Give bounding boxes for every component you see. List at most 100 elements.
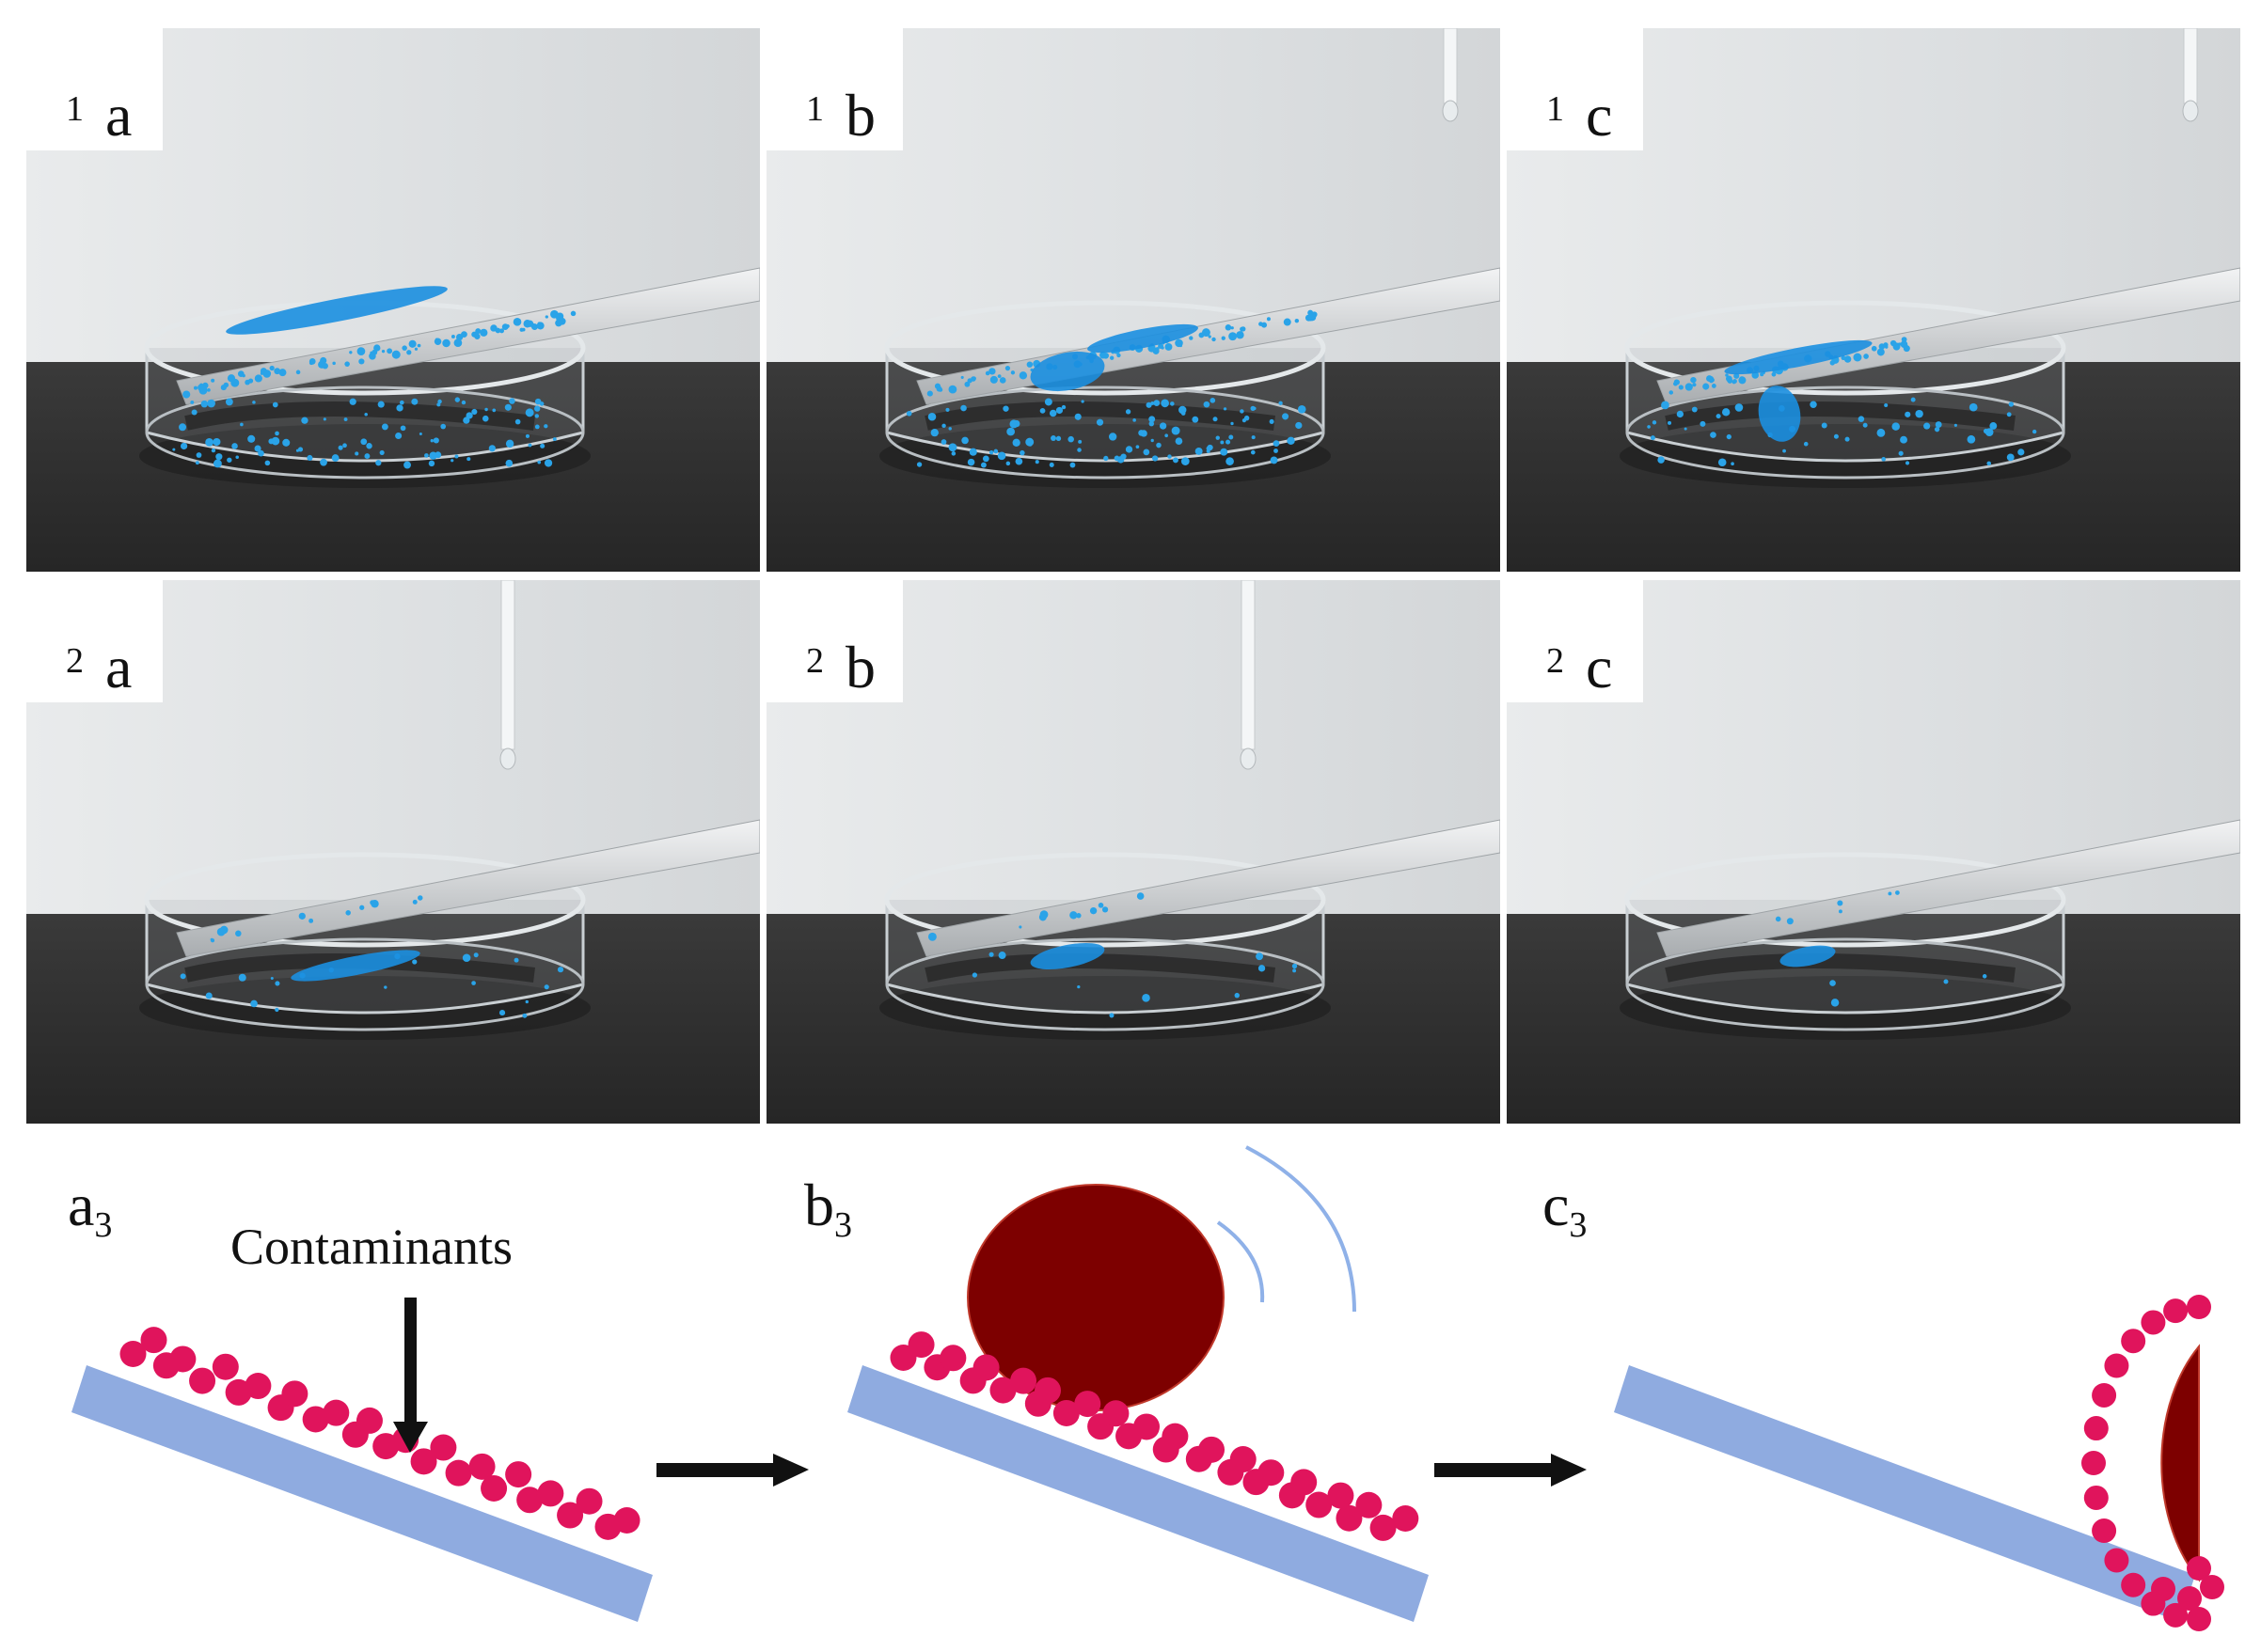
powder-particle (1810, 401, 1817, 408)
contaminant-particle (2081, 1451, 2106, 1475)
powder-particle (331, 454, 340, 463)
test-stick (176, 819, 760, 957)
powder-particle (1215, 435, 1220, 440)
powder-particle (961, 436, 969, 445)
contaminant-particle (908, 1331, 935, 1359)
contaminant-particle (1392, 1505, 1419, 1532)
powder-particle (1240, 409, 1244, 414)
contaminant-particle (1369, 1514, 1397, 1541)
photo-scene-a2 (26, 580, 760, 1124)
powder-particle (495, 327, 501, 334)
powder-particle (428, 460, 435, 467)
powder-particle (1010, 370, 1016, 375)
powder-particle (1194, 447, 1203, 455)
powder-particle (264, 460, 271, 466)
contaminant-particle (1010, 1367, 1037, 1394)
powder-particle (1039, 910, 1049, 919)
powder-particle (1278, 401, 1283, 405)
powder-particle (2008, 401, 2015, 407)
powder-particle (282, 438, 291, 447)
powder-particle (927, 412, 937, 421)
powder-cluster (291, 950, 420, 982)
powder-particle (1863, 354, 1869, 359)
petri-dish-rim (1624, 300, 2066, 396)
powder-particle (1049, 409, 1057, 417)
powder-particle (1273, 448, 1278, 453)
petri-dish-base (145, 385, 585, 480)
powder-particle (971, 376, 976, 382)
powder-particle (1228, 332, 1238, 341)
powder-particle (927, 932, 937, 941)
powder-particles (172, 309, 577, 469)
powder-particle (514, 957, 519, 963)
contaminant-particle (1290, 1469, 1318, 1496)
powder-particle (1829, 360, 1836, 366)
powder-particle (514, 418, 521, 425)
powder-particle (471, 981, 476, 985)
powder-particle (1025, 437, 1035, 447)
powder-particle (1674, 379, 1681, 385)
powder-particle (1089, 906, 1098, 915)
powder-particle (1700, 420, 1706, 427)
powder-particle (1251, 435, 1256, 440)
powder-particle (1142, 994, 1150, 1002)
powder-particle (381, 349, 386, 354)
powder-particle (379, 449, 385, 455)
powder-particle (332, 361, 336, 366)
powder-particle (488, 445, 496, 452)
powder-particle (998, 952, 1006, 960)
powder-particle (205, 992, 213, 999)
powder-particle (211, 378, 215, 383)
powder-particle (509, 398, 515, 404)
powder-particle (1283, 318, 1291, 326)
powder-particle (1143, 448, 1150, 456)
powder-particle (1078, 439, 1083, 444)
powder-particle (1225, 324, 1232, 331)
powder-particle (1684, 383, 1693, 391)
powder-particle (1210, 398, 1216, 403)
powder-particle (1132, 418, 1136, 422)
powder-particle (349, 351, 353, 354)
powder-particle (1108, 433, 1117, 441)
photo-scene-c2 (1507, 580, 2240, 1124)
powder-particle (1256, 952, 1264, 961)
contaminants-label: Contaminants (230, 1219, 513, 1275)
powder-particle (235, 930, 242, 937)
dropper-pipette (500, 580, 515, 750)
powder-particle (344, 361, 350, 367)
contaminant-particle (1074, 1391, 1101, 1418)
powder-particle (429, 451, 437, 460)
powder-particle (1291, 963, 1298, 969)
powder-particle (360, 438, 368, 446)
petri-dish-rim (1624, 852, 2066, 948)
powder-particle (364, 453, 371, 460)
powder-particle (1876, 428, 1886, 437)
contaminant-particle (140, 1327, 167, 1354)
powder-particle (1039, 407, 1046, 414)
powder-particle (200, 400, 209, 408)
contaminant-particle (356, 1407, 383, 1434)
powder-particle (1116, 456, 1125, 464)
powder-particles (1647, 337, 2037, 467)
powder-particle (1876, 348, 1885, 356)
powder-particle (1858, 416, 1865, 422)
contaminant-particle (2187, 1556, 2211, 1581)
powder-particle (1234, 992, 1240, 999)
contaminant-particle (1305, 1491, 1333, 1518)
powder-particle (1273, 440, 1280, 447)
powder-particle (1236, 331, 1244, 339)
powder-particle (308, 360, 314, 366)
powder-particle (1297, 404, 1306, 414)
substrate-c3 (1614, 1365, 2195, 1622)
powder-particle (1012, 438, 1020, 447)
diagram-label-a3: a3 (68, 1172, 113, 1245)
test-stick (1656, 267, 2240, 405)
powder-particles (1775, 890, 1987, 1007)
contaminant-particle (1102, 1400, 1130, 1427)
powder-particle (1905, 461, 1910, 465)
